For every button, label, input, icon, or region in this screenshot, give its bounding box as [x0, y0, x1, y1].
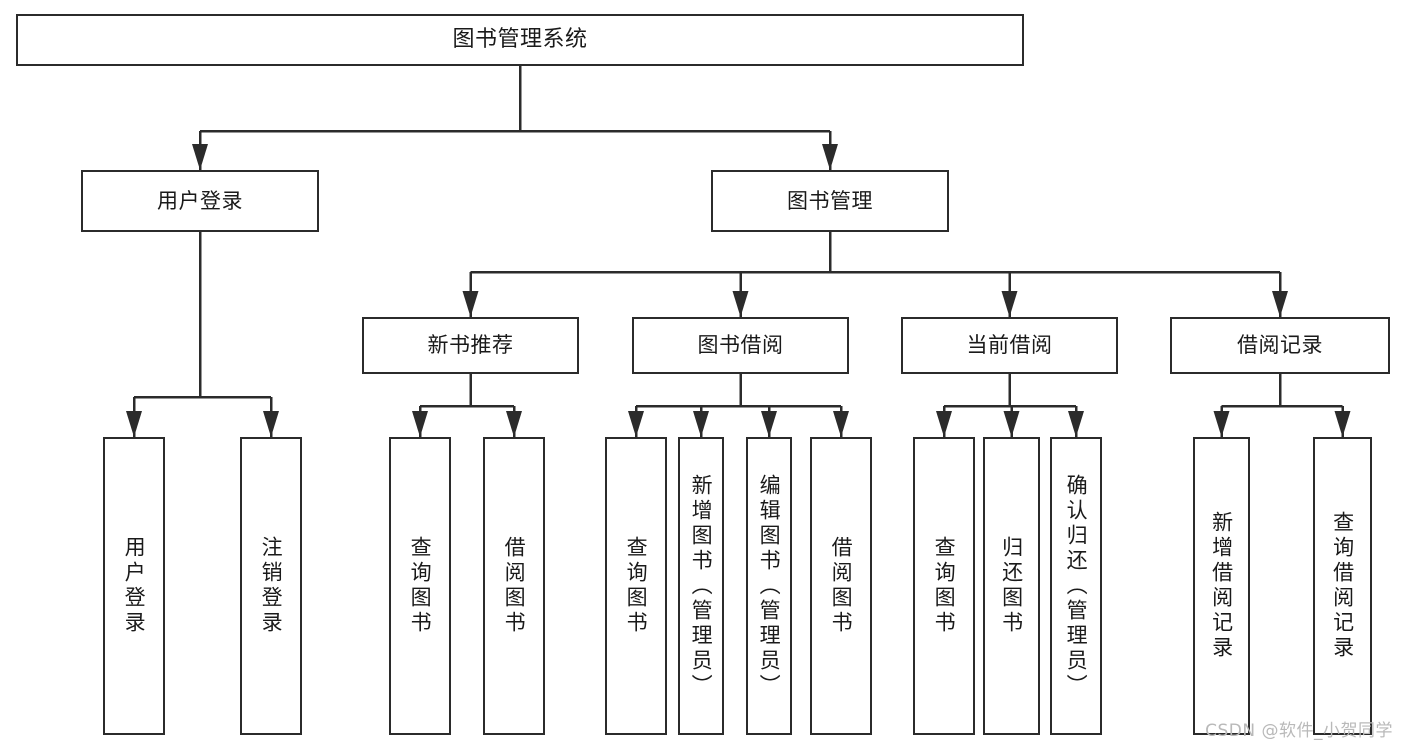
node-label: 借阅图书	[829, 536, 854, 636]
node-label: 新增图书（管理员）	[689, 473, 714, 699]
leaf-current-return-book[interactable]: 归还图书	[983, 437, 1040, 735]
node-label: 查询图书	[932, 536, 957, 636]
node-label: 确认归还（管理员）	[1064, 473, 1089, 699]
leaf-newbook-query-book[interactable]: 查询图书	[389, 437, 451, 735]
node-label: 用户登录	[122, 536, 147, 636]
node-new-book-recommend[interactable]: 新书推荐	[362, 317, 579, 374]
node-label: 新书推荐	[427, 333, 514, 358]
node-label: 查询借阅记录	[1330, 511, 1355, 661]
leaf-user-login[interactable]: 用户登录	[103, 437, 165, 735]
node-label: 图书管理	[787, 188, 873, 213]
leaf-borrow-query-book[interactable]: 查询图书	[605, 437, 667, 735]
node-borrow-record[interactable]: 借阅记录	[1170, 317, 1390, 374]
leaf-record-query-record[interactable]: 查询借阅记录	[1313, 437, 1372, 735]
node-label: 新增借阅记录	[1209, 511, 1234, 661]
node-label: 查询图书	[408, 536, 433, 636]
leaf-current-query-book[interactable]: 查询图书	[913, 437, 975, 735]
node-label: 借阅图书	[502, 536, 527, 636]
leaf-newbook-borrow-book[interactable]: 借阅图书	[483, 437, 545, 735]
node-book-management[interactable]: 图书管理	[711, 170, 949, 232]
leaf-borrow-edit-book-admin[interactable]: 编辑图书（管理员）	[746, 437, 792, 735]
leaf-borrow-borrow-book[interactable]: 借阅图书	[810, 437, 872, 735]
node-current-borrow[interactable]: 当前借阅	[901, 317, 1118, 374]
leaf-record-add-record[interactable]: 新增借阅记录	[1193, 437, 1250, 735]
node-label: 查询图书	[624, 536, 649, 636]
node-label: 用户登录	[157, 188, 243, 213]
node-label: 当前借阅	[966, 333, 1053, 358]
node-label: 借阅记录	[1237, 333, 1323, 358]
node-label: 注销登录	[259, 536, 284, 636]
node-label: 图书管理系统	[452, 27, 588, 53]
node-label: 编辑图书（管理员）	[757, 473, 782, 699]
node-label: 图书借阅	[697, 333, 784, 358]
node-root-system[interactable]: 图书管理系统	[16, 14, 1024, 66]
leaf-logout[interactable]: 注销登录	[240, 437, 302, 735]
leaf-borrow-add-book-admin[interactable]: 新增图书（管理员）	[678, 437, 724, 735]
leaf-current-confirm-return-admin[interactable]: 确认归还（管理员）	[1050, 437, 1102, 735]
node-label: 归还图书	[999, 536, 1024, 636]
node-book-borrow[interactable]: 图书借阅	[632, 317, 849, 374]
node-user-login[interactable]: 用户登录	[81, 170, 319, 232]
